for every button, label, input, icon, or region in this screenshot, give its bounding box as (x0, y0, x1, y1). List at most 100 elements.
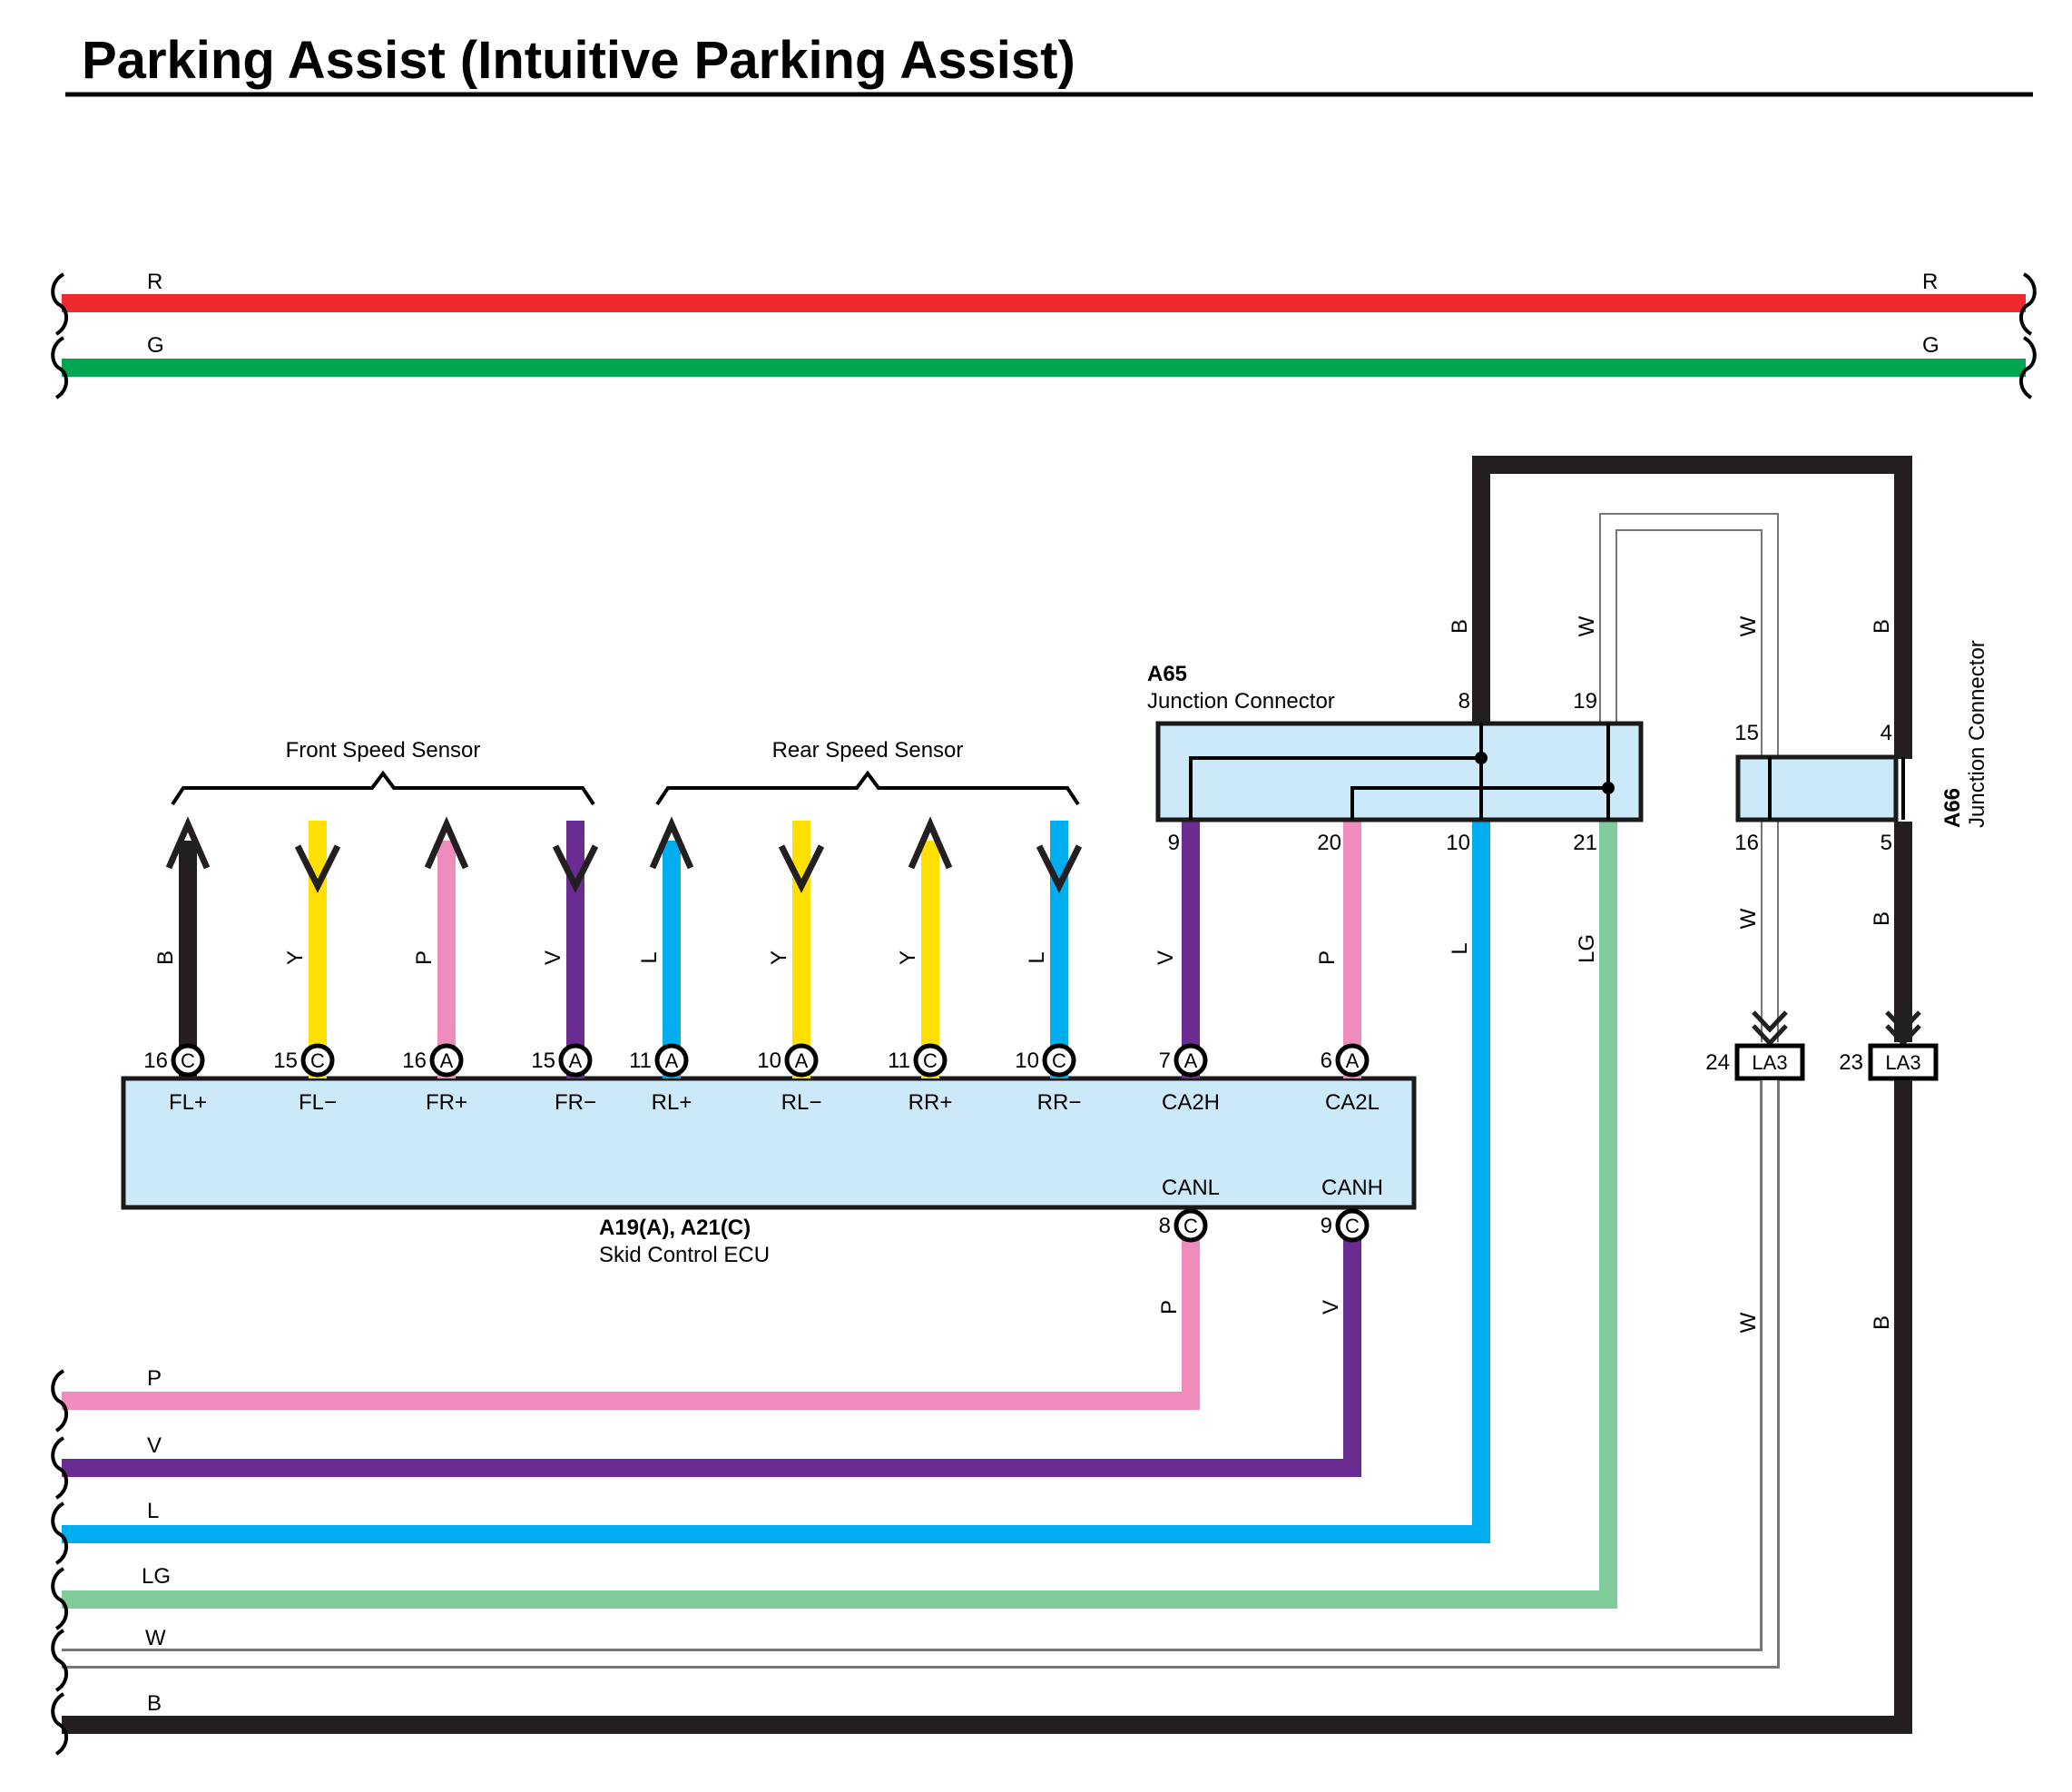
wire-label: Y (767, 950, 791, 965)
front-speed-sensor-label: Front Speed Sensor (286, 738, 481, 763)
pin-connector-letter: A (440, 1049, 454, 1072)
la3-connectors: LA3 24 LA3 23 (1705, 1043, 1939, 1081)
canh-wire-label: V (1319, 1300, 1343, 1314)
pin-circle (654, 1043, 689, 1078)
arrow-up-icon (908, 816, 953, 870)
chevron-down-icon (1752, 1010, 1788, 1033)
chevron-down-icon (1885, 1024, 1921, 1047)
rear-sensor-brace (655, 770, 1080, 806)
pin-circle (913, 1043, 948, 1078)
break-mark (51, 1369, 68, 1433)
top-bus: R R G G (51, 270, 2037, 399)
a66-top-b-label: B (1870, 619, 1894, 634)
chevron-down-icon (1885, 1010, 1921, 1033)
a65-top-left-wire-label: B (1448, 619, 1472, 634)
pin-number: 6 (1321, 1049, 1332, 1073)
pin-connector-letter: A (569, 1049, 583, 1072)
pin-number: 10 (1015, 1049, 1039, 1073)
a65-top-right-wire-label: W (1575, 615, 1599, 636)
sensor-wires (165, 816, 1083, 1049)
sensor-braces: Front Speed Sensor Rear Speed Sensor (171, 738, 1080, 806)
bottom-break-marks (51, 1369, 68, 1756)
canl-wire-label: P (1157, 1300, 1182, 1314)
a66-pin: 15 (1734, 721, 1759, 745)
break-mark (51, 1502, 68, 1565)
pin-connector-letter: C (181, 1049, 195, 1072)
wire-b-bus (62, 1080, 1912, 1734)
pin-name: CA2H (1162, 1090, 1220, 1115)
break-mark (51, 1567, 68, 1630)
pin-name: CA2L (1325, 1090, 1380, 1115)
wire-label: Y (283, 950, 308, 965)
wire-label: L (1025, 951, 1049, 963)
wire-label: P (412, 950, 437, 965)
skid-control-ecu: A19(A), A21(C) Skid Control ECU (121, 1076, 1417, 1267)
a65-pin: 20 (1317, 831, 1341, 855)
pin-circle (1042, 1043, 1076, 1078)
wire-label: V (1154, 950, 1178, 965)
pin-number: 16 (402, 1049, 427, 1073)
arrow-down-icon (294, 844, 341, 893)
arrow-up-icon (424, 816, 469, 870)
a65-internal-line (1350, 786, 1608, 820)
pin-name: CANH (1321, 1176, 1383, 1200)
a65-internal-line (1189, 756, 1481, 820)
a65-box (1155, 721, 1644, 822)
a66-top-w-label: W (1736, 615, 1761, 636)
a66-pin: 5 (1881, 831, 1892, 855)
wire-g-label-left: G (147, 333, 164, 358)
pin-name: RL− (781, 1090, 822, 1115)
pin-circle (1173, 1043, 1208, 1078)
bus-label-l: L (147, 1499, 159, 1523)
a65-pin: 21 (1573, 831, 1597, 855)
pin-circle (784, 1043, 819, 1078)
la3-label: LA3 (1885, 1051, 1920, 1074)
wire-label: V (541, 950, 565, 965)
wire-r-label-right: R (1922, 270, 1938, 294)
a66-pin: 4 (1881, 721, 1892, 745)
pin-number: 8 (1159, 1214, 1171, 1238)
bus-label-p: P (147, 1366, 162, 1391)
a66-name: Junction Connector (1965, 640, 1989, 828)
pin-circle (1173, 1208, 1208, 1243)
wire-label: Y (896, 950, 920, 965)
pin-circle (1335, 1043, 1370, 1078)
pin-circle (171, 1043, 205, 1078)
a65-b3-wire-label: L (1448, 942, 1472, 954)
pin-name: FL− (299, 1090, 337, 1115)
pin-connector-letter: C (923, 1049, 938, 1072)
arrow-down-icon (778, 844, 825, 893)
wire-v-bus (62, 1228, 1361, 1477)
a66-box (1735, 754, 1899, 822)
pin-name: CANL (1162, 1176, 1220, 1200)
bus-label-b: B (147, 1691, 162, 1716)
splice-dot (1602, 782, 1615, 794)
wire-label: B (153, 950, 178, 965)
right-w-label: W (1736, 1312, 1761, 1333)
sensor-wire-labels: B Y P V L Y Y L V P (153, 950, 1340, 965)
a66-bottom-w-label: W (1736, 908, 1761, 929)
la3-pin: 24 (1705, 1050, 1730, 1075)
a66-bottom-b-label: B (1870, 911, 1894, 926)
ecu-name: Skid Control ECU (599, 1243, 770, 1267)
pin-name: RR− (1037, 1090, 1082, 1115)
break-mark (51, 336, 68, 399)
splice-dot (1475, 752, 1488, 764)
pin-connector-letter: A (1184, 1049, 1198, 1072)
arrow-up-icon (165, 816, 211, 870)
wire-r-label-left: R (147, 270, 162, 294)
wire-p-bus (62, 1228, 1200, 1410)
pin-number: 11 (888, 1049, 910, 1073)
wire-b-loop-top (1472, 456, 1912, 759)
pin-number: 9 (1321, 1214, 1332, 1238)
